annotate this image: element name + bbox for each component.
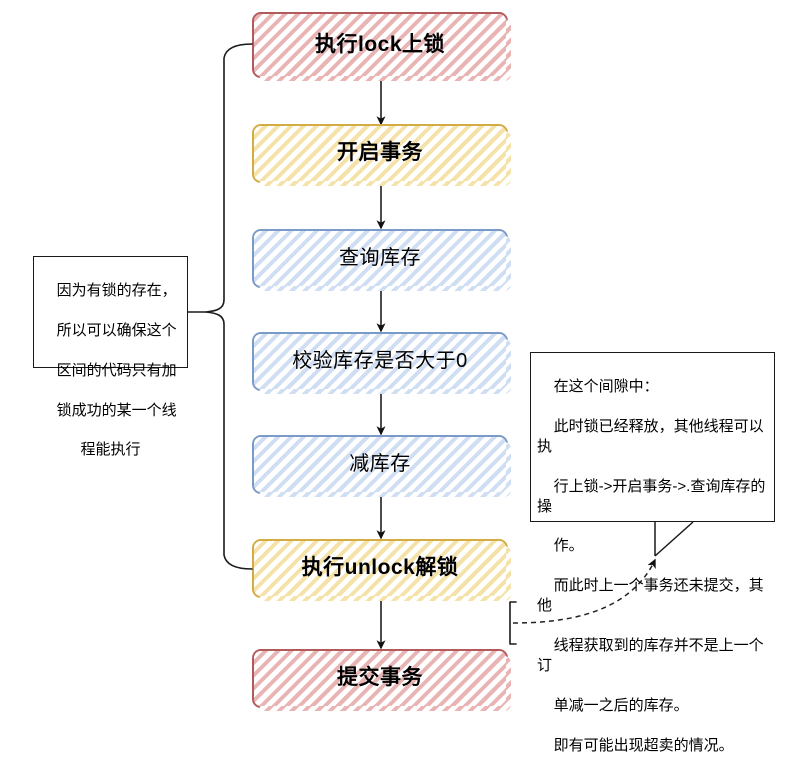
- note-line: 所以可以确保这个: [56, 321, 177, 339]
- note-line: 在这个间隙中：: [553, 377, 659, 395]
- note-line: 即有可能出现超卖的情况。: [553, 736, 734, 754]
- node-label: 提交事务: [337, 666, 423, 690]
- node-hatch: [254, 334, 506, 389]
- node-label: 查询库存: [339, 247, 421, 269]
- node-hatch: [254, 231, 506, 286]
- node-hatch: [254, 14, 506, 76]
- node-label: 校验库存是否大于0: [292, 350, 468, 372]
- note-line: 锁成功的某一个线: [56, 401, 177, 419]
- node-label: 减库存: [349, 453, 411, 475]
- node-check-stock[interactable]: 校验库存是否大于0: [252, 332, 511, 394]
- flowchart-canvas: 执行lock上锁 开启事务 查询库存 校验库存是否大于0 减库存 执行unloc…: [33, 12, 775, 754]
- node-query-stock[interactable]: 查询库存: [252, 229, 511, 291]
- note-lock-region: 因为有锁的存在， 所以可以确保这个 区间的代码只有加 锁成功的某一个线 程能执行: [33, 256, 188, 458]
- note-line: 单减一之后的库存。: [553, 696, 689, 714]
- brace-lock-region: [205, 43, 253, 570]
- node-hatch: [254, 651, 506, 706]
- node-begin-transaction[interactable]: 开启事务: [252, 124, 511, 186]
- note-line: 线程获取到的库存并不是上一个订: [537, 637, 764, 675]
- node-label: 开启事务: [337, 141, 423, 165]
- note-line: 因为有锁的存在，: [56, 281, 177, 299]
- node-hatch: [254, 126, 506, 181]
- note-line: 区间的代码只有加: [56, 361, 177, 379]
- node-unlock[interactable]: 执行unlock解锁: [252, 539, 511, 601]
- node-decrease-stock[interactable]: 减库存: [252, 435, 511, 497]
- bracket-gap: [509, 601, 517, 645]
- note-line: 而此时上一个事务还未提交，其他: [537, 577, 764, 615]
- callout-tail: [654, 521, 694, 557]
- node-hatch: [254, 541, 506, 596]
- note-line: 行上锁->开启事务->.查询库存的操: [537, 477, 766, 515]
- node-lock[interactable]: 执行lock上锁: [252, 12, 511, 81]
- note-line: 作。: [553, 537, 584, 555]
- node-hatch: [254, 437, 506, 492]
- note-gap-warning: 在这个间隙中： 此时锁已经释放，其他线程可以执 行上锁->开启事务->.查询库存…: [530, 352, 775, 754]
- note-line: 此时锁已经释放，其他线程可以执: [537, 417, 764, 455]
- node-commit-transaction[interactable]: 提交事务: [252, 649, 511, 711]
- node-label: 执行unlock解锁: [301, 556, 459, 580]
- note-line: 程能执行: [80, 441, 141, 459]
- node-label: 执行lock上锁: [314, 32, 446, 56]
